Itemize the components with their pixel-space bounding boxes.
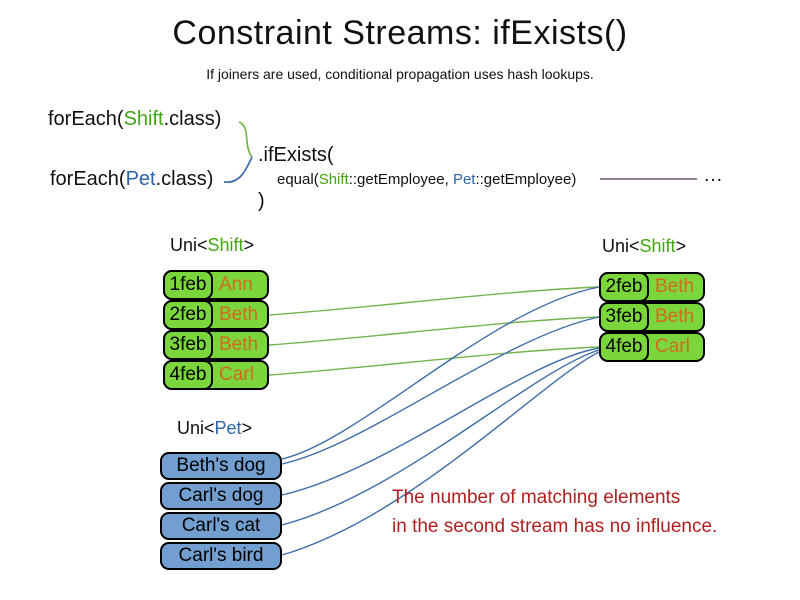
left-shift-table-label: Uni<Shift>	[170, 235, 254, 256]
blue-match-line-bethsdog-2feb	[281, 286, 600, 460]
code-text: .class)	[163, 108, 222, 130]
employee-cell: Beth	[655, 306, 695, 327]
code-text: forEach(	[50, 168, 126, 190]
green-match-line-4feb	[268, 346, 600, 376]
label-text: Uni<	[602, 236, 640, 256]
date-cell: 2feb	[599, 272, 649, 302]
employee-cell: Beth	[655, 276, 695, 297]
green-match-line-2feb	[268, 286, 600, 316]
table-row: 4feb Carl	[599, 332, 705, 362]
annotation-line: The number of matching elements	[392, 487, 681, 508]
employee-cell: Ann	[219, 274, 253, 295]
code-close-paren: )	[258, 190, 265, 212]
blue-match-line-carlsdog-4feb	[281, 347, 600, 496]
code-shift-ref: Shift	[318, 171, 349, 188]
date-cell: 4feb	[163, 360, 213, 390]
blue-match-line-bethsdog-3feb	[281, 316, 600, 465]
table-row: 2feb Beth	[599, 272, 705, 302]
code-text: forEach(	[48, 108, 124, 130]
code-text: ::getEmployee,	[348, 171, 453, 188]
table-row: Carl's bird	[160, 542, 282, 570]
table-row: 2feb Beth	[163, 300, 269, 330]
date-cell: 2feb	[163, 300, 213, 330]
code-foreach-shift: forEach(Shift.class)	[48, 108, 221, 131]
code-equal-joiner: equal(Shift::getEmployee, Pet::getEmploy…	[277, 171, 576, 188]
table-row: Beth's dog	[160, 452, 282, 480]
employee-cell: Carl	[219, 364, 254, 385]
pet-table-label: Uni<Pet>	[177, 418, 252, 439]
employee-cell: Carl	[655, 336, 690, 357]
table-row: Carl's dog	[160, 482, 282, 510]
table-row: 3feb Beth	[163, 330, 269, 360]
page-title: Constraint Streams: ifExists()	[172, 14, 628, 52]
annotation-note: The number of matching elements in the s…	[392, 483, 717, 541]
code-ifexists: .ifExists(	[258, 144, 334, 166]
code-text: .class)	[155, 168, 214, 190]
label-text: Uni<	[170, 235, 208, 255]
code-foreach-pet: forEach(Pet.class)	[50, 168, 213, 191]
right-shift-table-label: Uni<Shift>	[602, 236, 686, 257]
label-text: >	[675, 236, 687, 256]
label-text: >	[243, 235, 255, 255]
annotation-line: in the second stream has no influence.	[392, 516, 718, 537]
page-subtitle: If joiners are used, conditional propaga…	[206, 66, 594, 82]
date-cell: 3feb	[163, 330, 213, 360]
code-text: equal(	[277, 171, 319, 188]
date-cell: 1feb	[163, 270, 213, 300]
code-text: ::getEmployee)	[475, 171, 577, 188]
date-cell: 4feb	[599, 332, 649, 362]
label-text: >	[241, 418, 253, 438]
green-match-line-3feb	[268, 316, 600, 346]
code-pet-ref: Pet	[452, 171, 476, 188]
code-pet-class: Pet	[125, 168, 156, 190]
employee-cell: Beth	[219, 334, 259, 355]
code-ellipsis: …	[703, 164, 723, 186]
table-row: 1feb Ann	[163, 270, 269, 300]
table-row: Carl's cat	[160, 512, 282, 540]
employee-cell: Beth	[219, 304, 259, 325]
label-pet-type: Pet	[214, 418, 242, 438]
table-row: 4feb Carl	[163, 360, 269, 390]
label-shift-type: Shift	[639, 236, 676, 256]
label-text: Uni<	[177, 418, 215, 438]
brace-top-green	[238, 121, 253, 158]
date-cell: 3feb	[599, 302, 649, 332]
brace-bottom-blue	[223, 156, 253, 183]
label-shift-type: Shift	[207, 235, 244, 255]
table-row: 3feb Beth	[599, 302, 705, 332]
code-shift-class: Shift	[123, 108, 164, 130]
